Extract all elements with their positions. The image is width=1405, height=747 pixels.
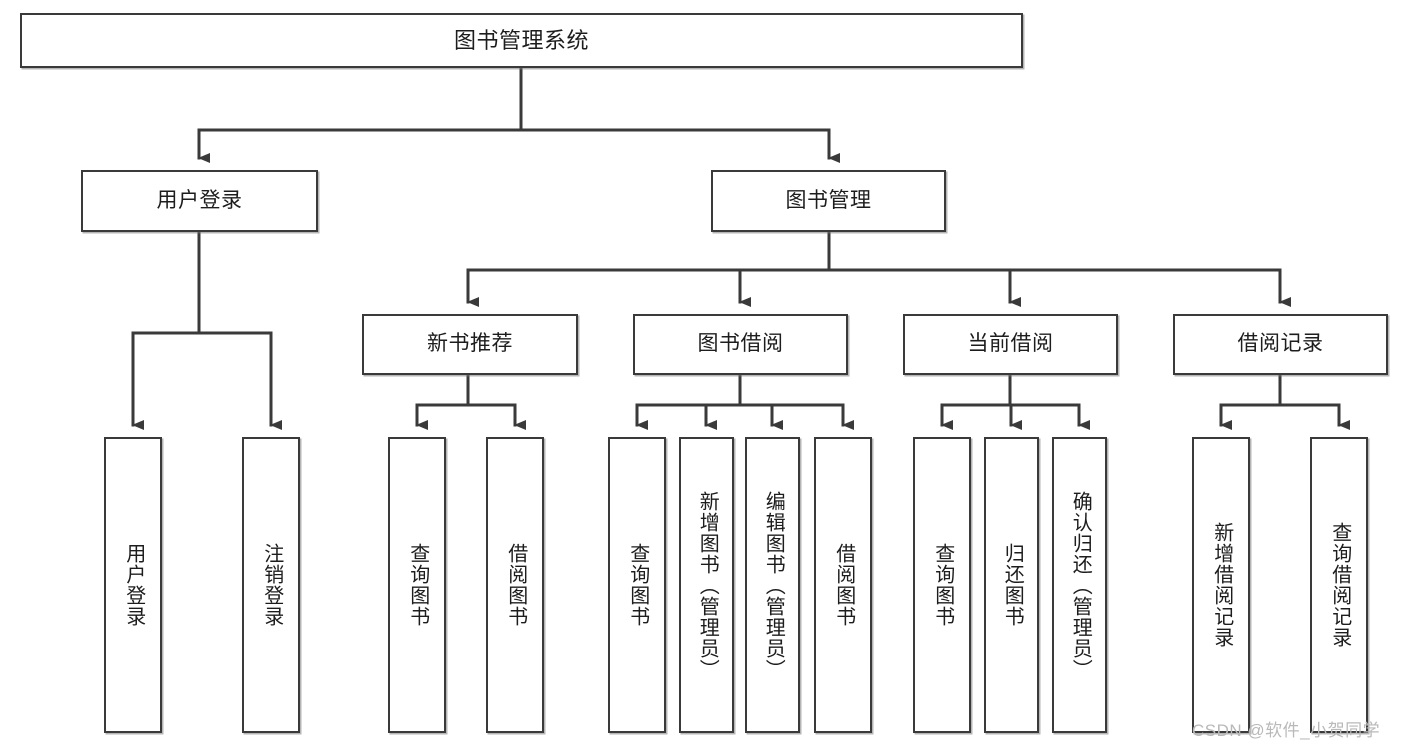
node-leaf-user-login[interactable]: 用户登录 <box>104 437 162 733</box>
node-leaf-query-book-1-label: 查询图书 <box>406 543 429 627</box>
node-borrow-record-label: 借阅记录 <box>1237 332 1324 356</box>
node-leaf-return-book-label: 归还图书 <box>1001 543 1024 627</box>
node-new-book-recommend-label: 新书推荐 <box>427 332 513 356</box>
node-leaf-logout-label: 注销登录 <box>260 543 283 627</box>
node-leaf-query-record[interactable]: 查询借阅记录 <box>1310 437 1368 733</box>
node-book-borrow[interactable]: 图书借阅 <box>633 314 848 375</box>
node-leaf-query-record-label: 查询借阅记录 <box>1328 522 1351 648</box>
node-leaf-query-book-3-label: 查询图书 <box>931 543 954 627</box>
node-leaf-borrow-book-1-label: 借阅图书 <box>504 543 527 627</box>
node-current-borrow-label: 当前借阅 <box>967 332 1054 356</box>
node-leaf-user-login-label: 用户登录 <box>122 543 145 627</box>
node-leaf-confirm-return[interactable]: 确认归还（管理员） <box>1052 437 1107 733</box>
node-leaf-query-book-2-label: 查询图书 <box>626 543 649 627</box>
node-leaf-query-book-3[interactable]: 查询图书 <box>913 437 971 733</box>
node-book-manage[interactable]: 图书管理 <box>711 170 946 232</box>
node-user-login[interactable]: 用户登录 <box>81 170 318 232</box>
node-leaf-borrow-book-2[interactable]: 借阅图书 <box>814 437 872 733</box>
node-leaf-edit-book-label: 编辑图书（管理员） <box>762 490 785 680</box>
node-leaf-add-book[interactable]: 新增图书（管理员） <box>679 437 734 733</box>
node-leaf-return-book[interactable]: 归还图书 <box>984 437 1039 733</box>
node-leaf-borrow-book-1[interactable]: 借阅图书 <box>486 437 544 733</box>
node-leaf-add-record[interactable]: 新增借阅记录 <box>1192 437 1250 733</box>
node-borrow-record[interactable]: 借阅记录 <box>1173 314 1388 375</box>
node-book-borrow-label: 图书借阅 <box>697 332 784 356</box>
node-new-book-recommend[interactable]: 新书推荐 <box>362 314 578 375</box>
csdn-watermark: CSDN @软件_小贺同学 <box>1192 721 1381 740</box>
node-leaf-logout[interactable]: 注销登录 <box>242 437 300 733</box>
node-leaf-edit-book[interactable]: 编辑图书（管理员） <box>745 437 800 733</box>
node-root[interactable]: 图书管理系统 <box>20 13 1023 68</box>
node-leaf-confirm-return-label: 确认归还（管理员） <box>1069 490 1092 680</box>
node-leaf-add-record-label: 新增借阅记录 <box>1210 522 1233 648</box>
node-book-manage-label: 图书管理 <box>785 188 872 212</box>
node-leaf-borrow-book-2-label: 借阅图书 <box>832 543 855 627</box>
node-root-label: 图书管理系统 <box>453 27 589 53</box>
node-current-borrow[interactable]: 当前借阅 <box>903 314 1118 375</box>
node-leaf-query-book-2[interactable]: 查询图书 <box>608 437 666 733</box>
node-user-login-label: 用户登录 <box>156 188 243 212</box>
node-leaf-add-book-label: 新增图书（管理员） <box>696 490 719 680</box>
node-leaf-query-book-1[interactable]: 查询图书 <box>388 437 446 733</box>
